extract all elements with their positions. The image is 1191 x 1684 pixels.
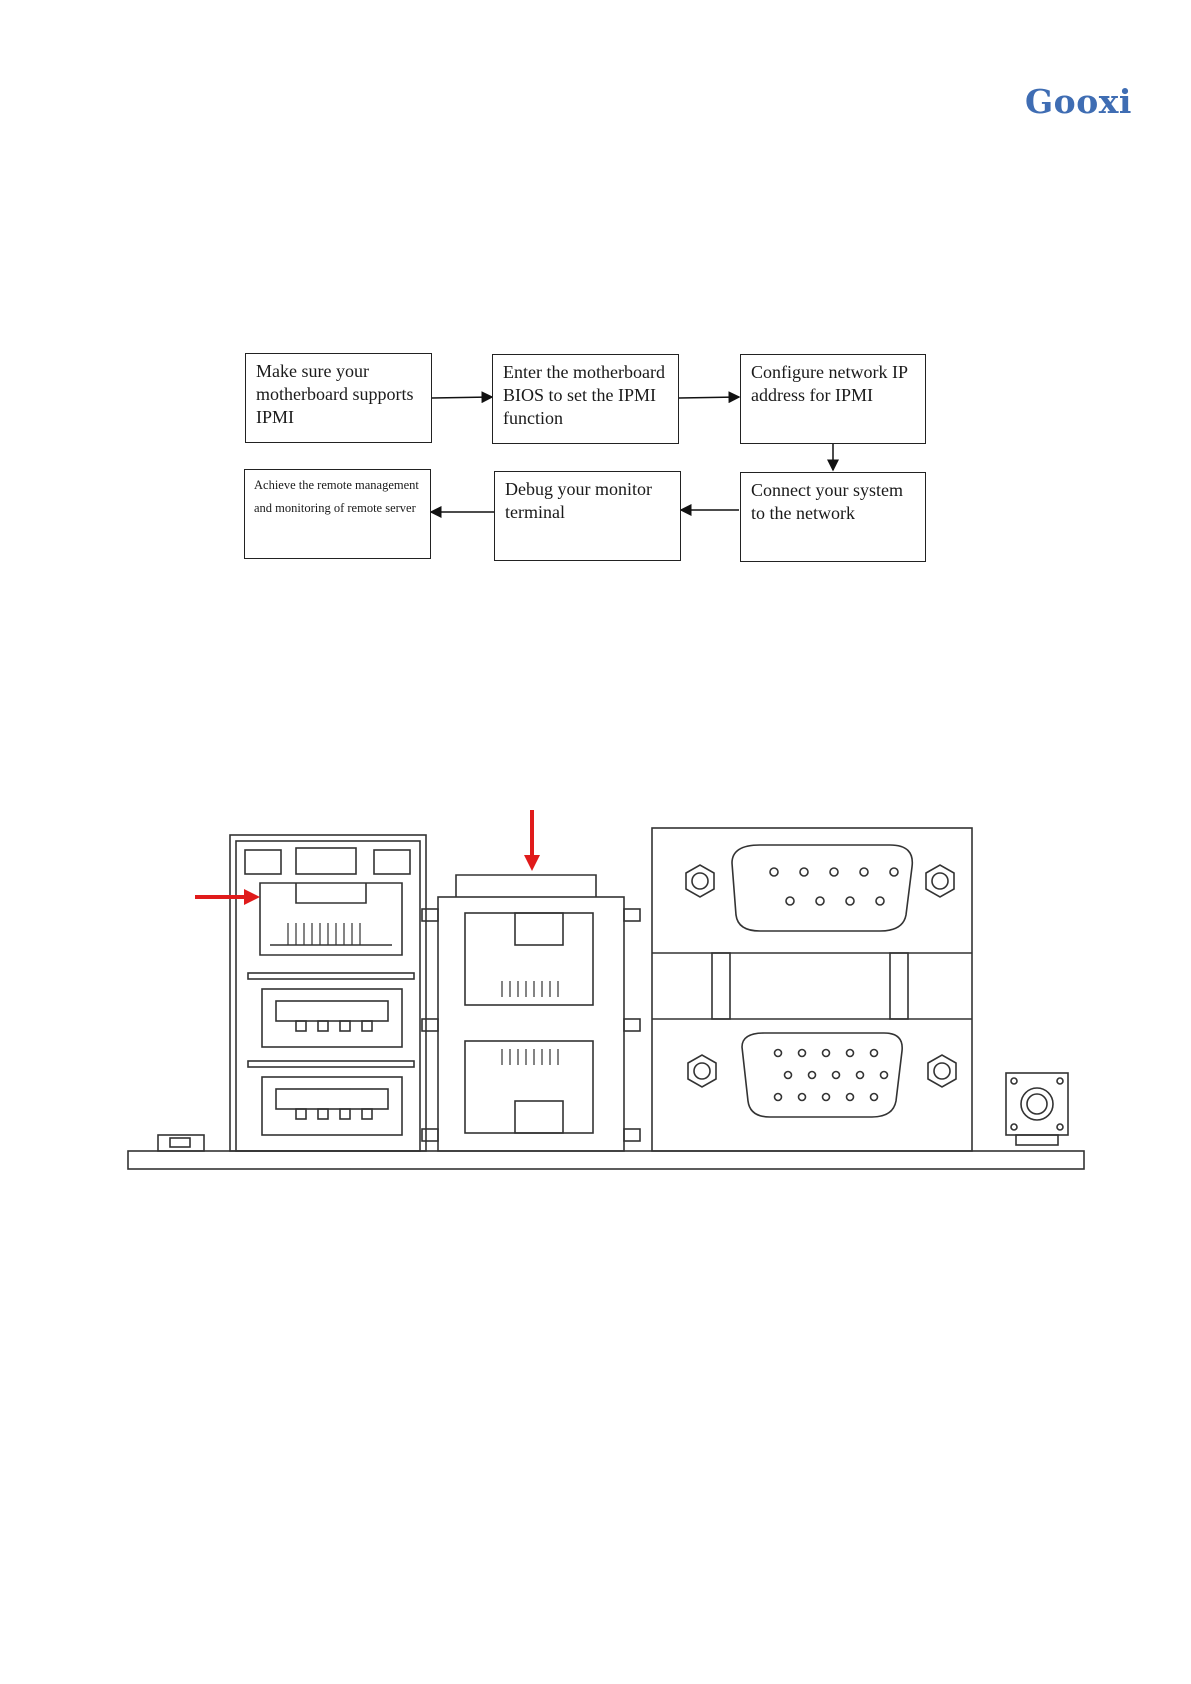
serial-vga-stack [652,828,972,1151]
flow-step-5: Debug your monitor terminal [494,471,681,561]
led-left-b [374,850,410,874]
flow-step-2: Enter the motherboard BIOS to set the IP… [492,354,679,444]
vga-screw-right [928,1055,956,1087]
ipmi-indicator-arrows [195,810,540,905]
power-button [1006,1073,1068,1145]
serial-screw-left [686,865,714,897]
lan-port-2 [465,913,593,1005]
flow-step-3: Configure network IP address for IPMI [740,354,926,444]
flow-step-6: Achieve the remote management and monito… [244,469,431,559]
io-base-plate [128,1151,1084,1169]
ipmi-lan-port-1 [260,883,402,955]
arrow-step2-to-step3 [679,397,739,398]
serial-port [732,845,912,931]
vga-port [742,1033,902,1117]
rear-io-panel-drawing [120,805,1090,1175]
usb-port-2 [262,1077,402,1135]
vga-screw-left [688,1055,716,1087]
dual-lan-stack [438,897,624,1151]
flow-step-1: Make sure your motherboard supports IPMI [245,353,432,443]
flow-step-4: Connect your system to the network [740,472,926,562]
usb-port-1 [262,989,402,1047]
lan-port-3 [465,1041,593,1133]
arrow-step1-to-step2 [432,397,492,398]
led-left-a [245,850,281,874]
serial-screw-right [926,865,954,897]
